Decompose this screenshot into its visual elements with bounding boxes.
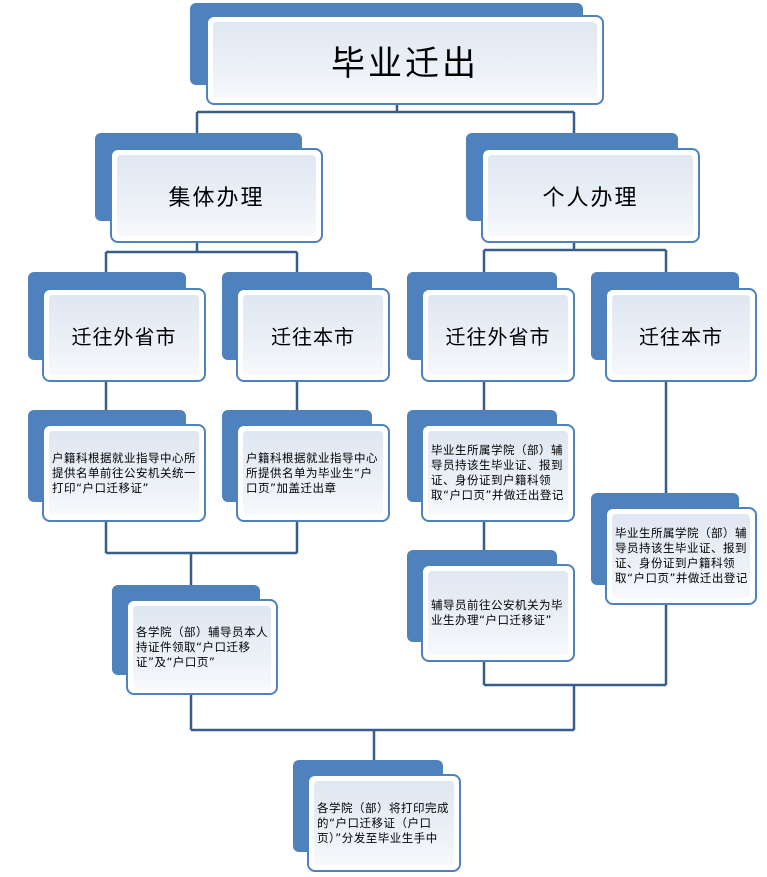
collective-out-of-province-step-text: 户籍科根据就业指导中心所提供名单前往公安机关统一打印“户口迁移证” [52, 450, 196, 495]
collective-label: 集体办理 [168, 185, 265, 211]
individual-out-of-province-step2-text: 辅导员前往公安机关为毕业生办理“户口迁移证” [431, 598, 563, 627]
collective-out-of-province-label: 迁往外省市 [71, 324, 177, 349]
diagram-title: 毕业迁出 [331, 43, 479, 84]
final-step: 各学院（部）将打印完成的“户口迁移证（户口页）”分发至毕业生手中 [293, 760, 461, 872]
individual-out-of-province-step1-text: 毕业生所属学院（部）辅导员持该生毕业证、报到证、身份证到户籍科领取“户口页”并做… [431, 443, 564, 502]
individual-local-node: 迁往本市 [591, 272, 757, 382]
collective-node: 集体办理 [95, 133, 323, 243]
collective-local-node: 迁往本市 [222, 272, 390, 382]
individual-local-label: 迁往本市 [639, 324, 723, 349]
individual-node: 个人办理 [466, 133, 700, 243]
individual-out-of-province-label: 迁往外省市 [445, 324, 551, 349]
individual-out-of-province-node: 迁往外省市 [407, 272, 575, 382]
collective-out-of-province-node: 迁往外省市 [28, 272, 206, 382]
individual-label: 个人办理 [542, 185, 639, 211]
individual-out-of-province-step2: 辅导员前往公安机关为毕业生办理“户口迁移证” [407, 550, 575, 662]
title-node: 毕业迁出 [190, 3, 604, 105]
collective-local-step-text: 户籍科根据就业指导中心所提供名单为毕业生“户口页”加盖迁出章 [246, 450, 378, 495]
individual-local-step-text: 毕业生所属学院（部）辅导员持该生毕业证、报到证、身份证到户籍科领取“户口页”并做… [615, 526, 748, 585]
individual-local-step: 毕业生所属学院（部）辅导员持该生毕业证、报到证、身份证到户籍科领取“户口页”并做… [591, 493, 757, 605]
final-step-text: 各学院（部）将打印完成的“户口迁移证（户口页）”分发至毕业生手中 [317, 800, 449, 845]
individual-out-of-province-step1: 毕业生所属学院（部）辅导员持该生毕业证、报到证、身份证到户籍科领取“户口页”并做… [407, 410, 575, 522]
collective-merge-step: 各学院（部）辅导员本人持证件领取“户口迁移证”及“户口页” [112, 585, 278, 695]
collective-local-label: 迁往本市 [271, 324, 355, 349]
collective-merge-step-text: 各学院（部）辅导员本人持证件领取“户口迁移证”及“户口页” [136, 624, 268, 669]
collective-out-of-province-step: 户籍科根据就业指导中心所提供名单前往公安机关统一打印“户口迁移证” [28, 410, 206, 522]
collective-local-step: 户籍科根据就业指导中心所提供名单为毕业生“户口页”加盖迁出章 [222, 410, 390, 522]
